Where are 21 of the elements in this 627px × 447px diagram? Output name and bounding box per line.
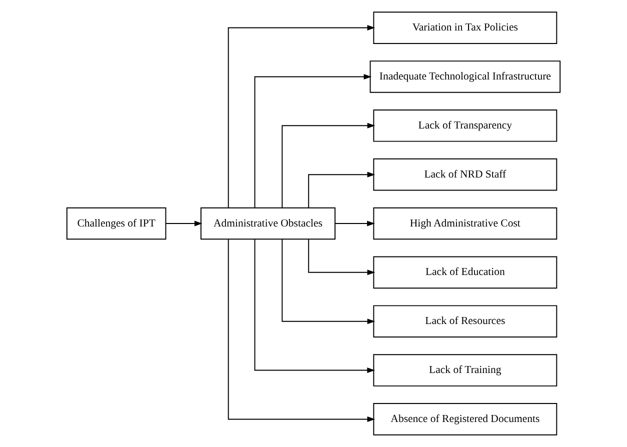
node-box: Challenges of IPT	[66, 207, 166, 240]
arrow	[282, 122, 376, 208]
arrow	[228, 25, 376, 208]
arrow	[334, 220, 375, 226]
arrow	[308, 172, 376, 208]
arrow	[166, 220, 202, 226]
node-box: Lack of Resources	[373, 305, 558, 338]
node-box: Administrative Obstacles	[200, 207, 336, 240]
arrow	[228, 238, 376, 422]
arrow	[282, 238, 376, 324]
node-box: Lack of NRD Staff	[373, 158, 558, 191]
node-box: Inadequate Technological Infrastructure	[370, 60, 561, 93]
arrow	[308, 238, 376, 276]
node-box: High Administrative Cost	[373, 207, 558, 240]
arrow	[254, 74, 372, 208]
node-box: Lack of Education	[373, 256, 558, 289]
node-box: Lack of Transparency	[373, 110, 558, 142]
arrow	[254, 238, 375, 374]
node-box: Lack of Training	[373, 354, 558, 386]
node-box: Absence of Registered Documents	[373, 403, 558, 436]
node-box: Variation in Tax Policies	[373, 12, 558, 44]
